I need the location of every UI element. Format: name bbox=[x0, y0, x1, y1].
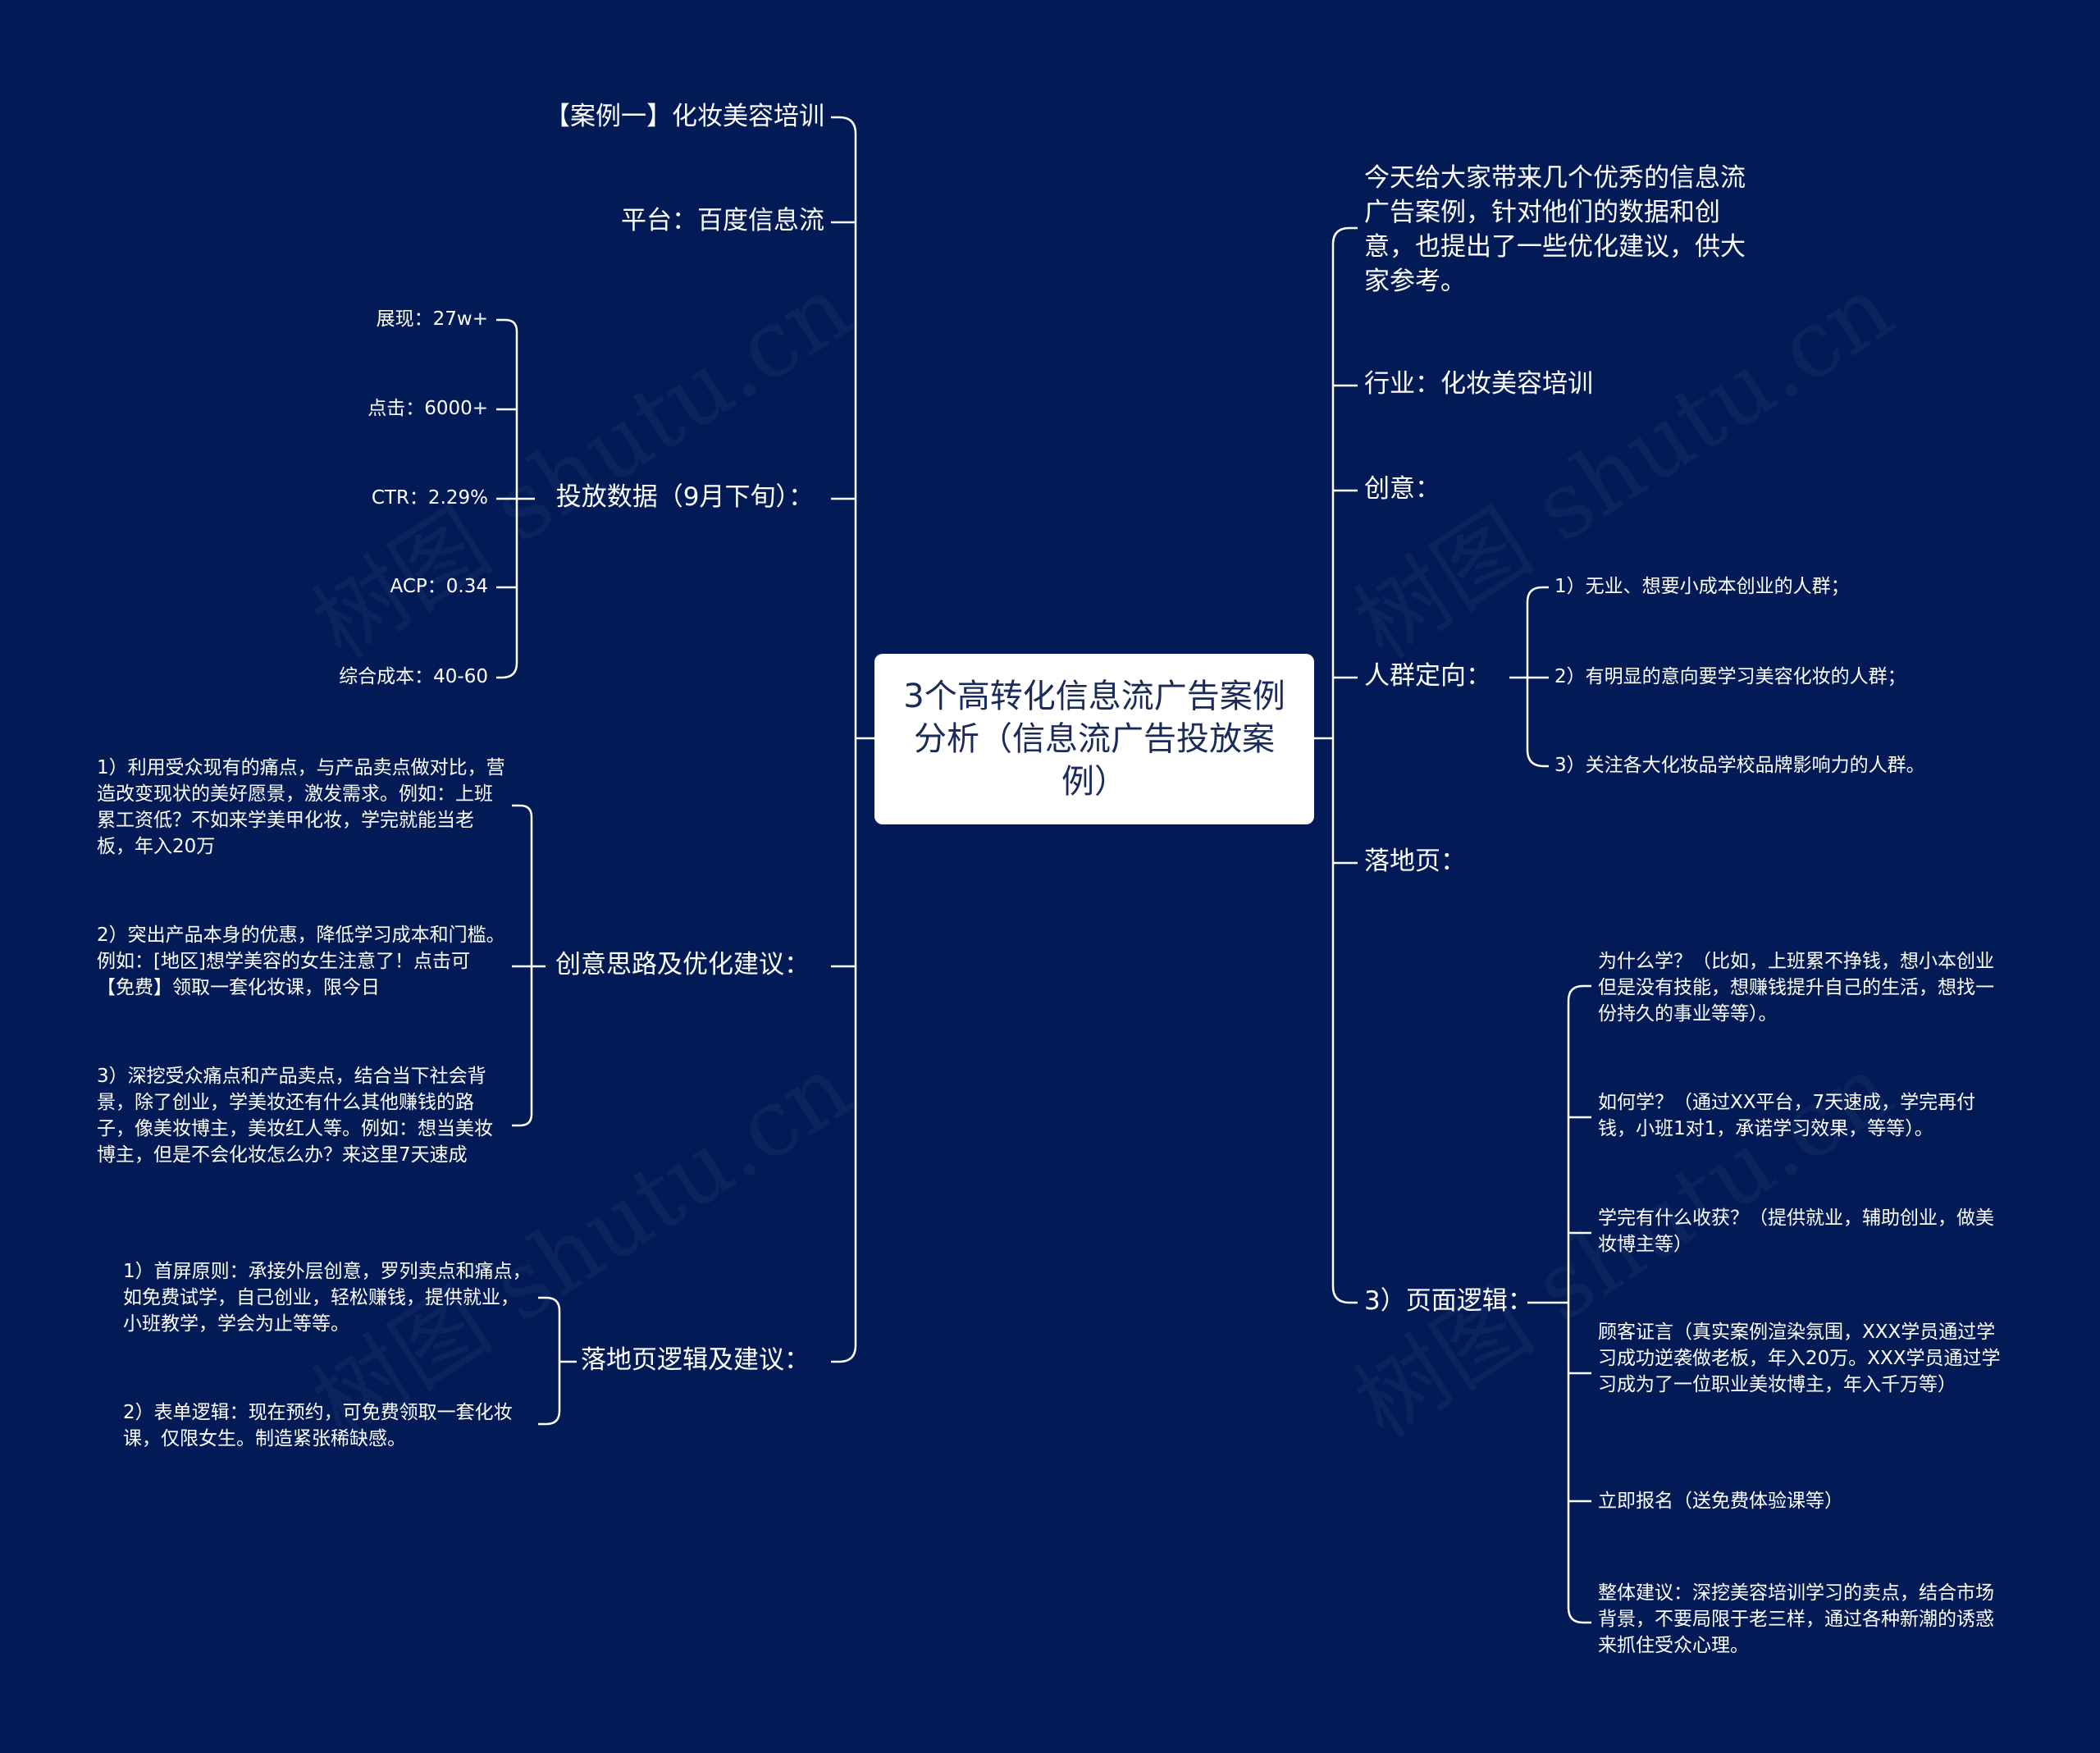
creative-node[interactable]: 创意： bbox=[1364, 474, 1440, 504]
delivery-item-impressions[interactable]: 展现：27w+ bbox=[376, 308, 488, 330]
audience-item-3[interactable]: 3）关注各大化妆品学校品牌影响力的人群。 bbox=[1554, 755, 1925, 776]
page-logic-item-2[interactable]: 如何学？（通过XX平台，7天速成，学完再付钱，小班1对1，承诺学习效果，等等）。 bbox=[1598, 1092, 1976, 1139]
industry-node[interactable]: 行业：化妆美容培训 bbox=[1364, 369, 1593, 399]
delivery-item-acp[interactable]: ACP：0.34 bbox=[390, 576, 488, 597]
delivery-item-cost[interactable]: 综合成本：40-60 bbox=[339, 666, 488, 687]
central-topic[interactable]: 3个高转化信息流广告案例分析（信息流广告投放案例） bbox=[874, 654, 1314, 824]
audience-node[interactable]: 人群定向： bbox=[1364, 661, 1491, 691]
creative-item-2[interactable]: 2）突出产品本身的优惠，降低学习成本和门槛。例如：[地区]想学美容的女生注意了！… bbox=[97, 924, 505, 998]
landing-advice-node[interactable]: 落地页逻辑及建议： bbox=[581, 1345, 810, 1375]
creative-item-3[interactable]: 3）深挖受众痛点和产品卖点，结合当下社会背景，除了创业，学美妆还有什么其他赚钱的… bbox=[97, 1066, 493, 1166]
landing-item-2[interactable]: 2）表单逻辑：现在预约，可免费领取一套化妆课，仅限女生。制造紧张稀缺感。 bbox=[123, 1402, 513, 1449]
delivery-item-ctr[interactable]: CTR：2.29% bbox=[371, 487, 488, 509]
page-logic-item-6[interactable]: 整体建议：深挖美容培训学习的卖点，结合市场背景，不要局限于老三样，通过各种新潮的… bbox=[1598, 1582, 1994, 1656]
page-logic-item-5[interactable]: 立即报名（送免费体验课等） bbox=[1598, 1491, 1843, 1512]
page-logic-item-1[interactable]: 为什么学？（比如，上班累不挣钱，想小本创业但是没有技能，想赚钱提升自己的生活，想… bbox=[1598, 951, 1994, 1025]
case-title-node[interactable]: 【案例一】化妆美容培训 bbox=[545, 102, 824, 131]
landing-page-node[interactable]: 落地页： bbox=[1364, 847, 1466, 876]
delivery-data-node[interactable]: 投放数据（9月下旬）： bbox=[555, 482, 814, 512]
platform-node[interactable]: 平台：百度信息流 bbox=[621, 206, 824, 235]
central-topic-text: 3个高转化信息流广告案例分析（信息流广告投放案例） bbox=[903, 678, 1285, 801]
delivery-item-clicks[interactable]: 点击：6000+ bbox=[368, 398, 488, 419]
page-logic-item-3[interactable]: 学完有什么收获？（提供就业，辅助创业，做美妆博主等） bbox=[1598, 1207, 1994, 1255]
audience-item-2[interactable]: 2）有明显的意向要学习美容化妆的人群； bbox=[1554, 666, 1906, 687]
landing-item-1[interactable]: 1）首屏原则：承接外层创意，罗列卖点和痛点，如免费试学，自己创业，轻松赚钱，提供… bbox=[123, 1261, 532, 1335]
page-logic-item-4[interactable]: 顾客证言（真实案例渲染氛围，XXX学员通过学习成功逆袭做老板，年入20万。XXX… bbox=[1598, 1322, 2001, 1395]
creative-item-1[interactable]: 1）利用受众现有的痛点，与产品卖点做对比，营造改变现状的美好愿景，激发需求。例如… bbox=[97, 757, 505, 857]
audience-item-1[interactable]: 1）无业、想要小成本创业的人群； bbox=[1554, 576, 1850, 597]
intro-node[interactable]: 今天给大家带来几个优秀的信息流广告案例，针对他们的数据和创意，也提出了一些优化建… bbox=[1364, 163, 1746, 296]
creative-advice-node[interactable]: 创意思路及优化建议： bbox=[555, 950, 810, 979]
page-logic-node[interactable]: 3）页面逻辑： bbox=[1364, 1286, 1533, 1316]
